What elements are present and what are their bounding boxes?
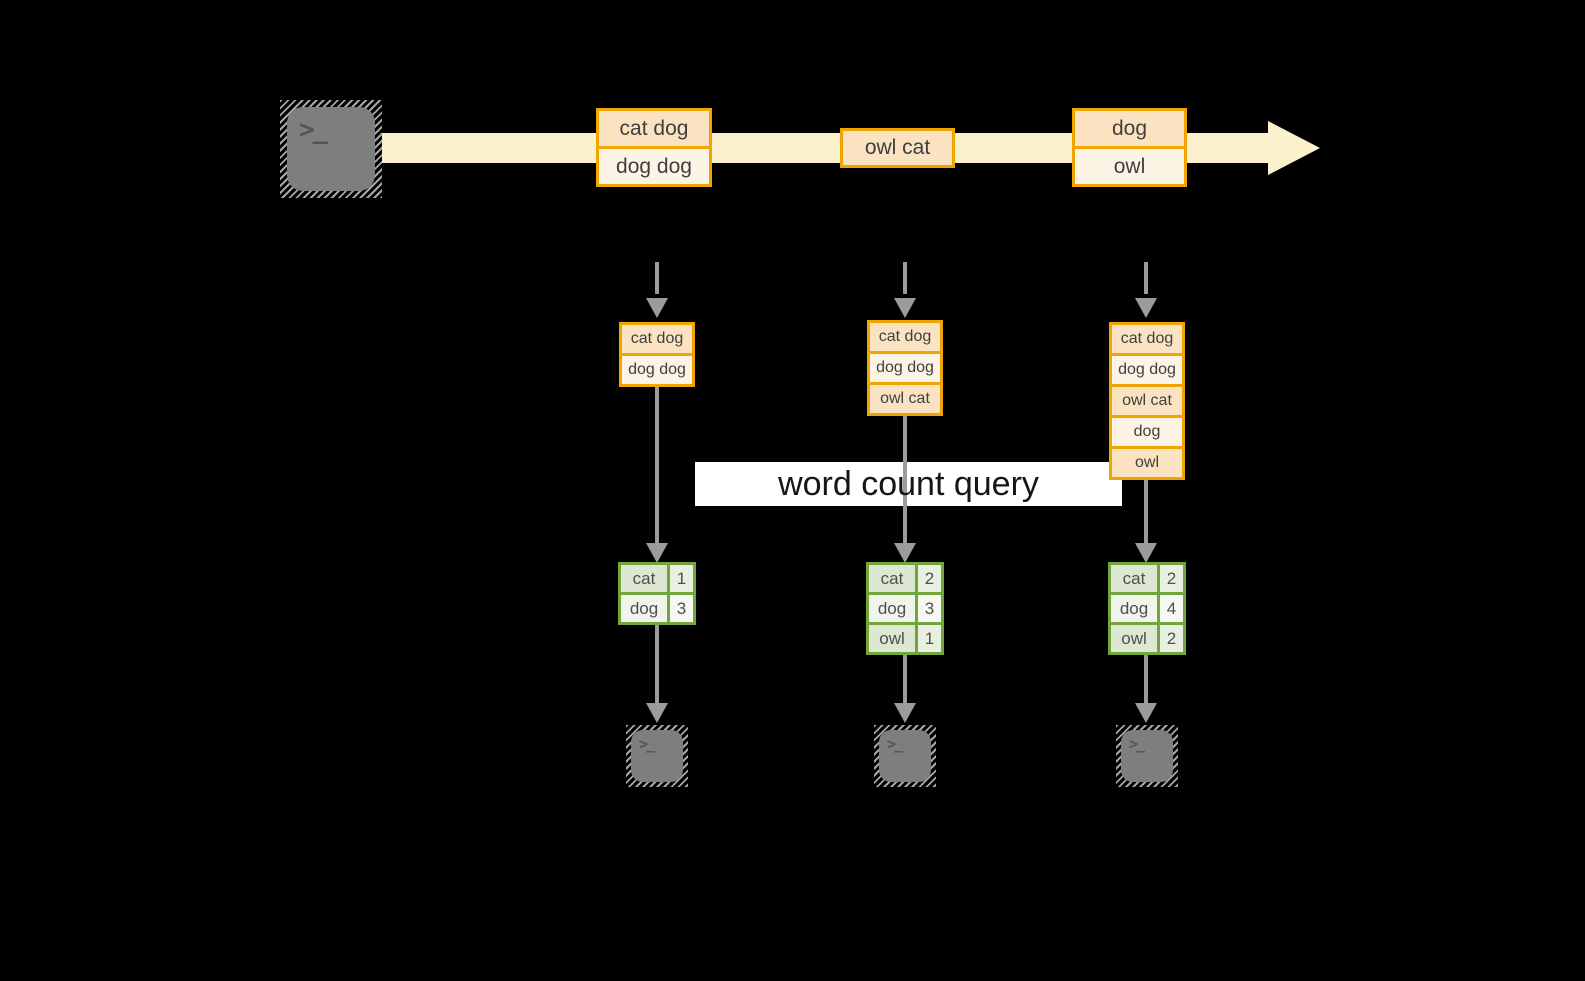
input-record: dog dog [622, 353, 692, 384]
count-cell: 2 [1160, 625, 1183, 652]
stream-record: owl [1075, 146, 1184, 184]
table-row: cat 1 [621, 565, 693, 592]
table-row: dog 3 [621, 595, 693, 622]
output-arrow-head [894, 703, 916, 723]
word-count-table-2: cat 2 dog 3 owl 1 [866, 562, 944, 655]
query-arrow-line [655, 387, 659, 543]
table-row: cat 2 [869, 565, 941, 592]
table-row: owl 1 [869, 625, 941, 652]
input-record: owl cat [870, 382, 940, 413]
stream-arrow-head [1268, 121, 1320, 175]
word-cell: dog [869, 595, 915, 622]
terminal-source-icon: >_ [280, 100, 382, 198]
query-arrow-line [1144, 480, 1148, 543]
trigger-arrow-dash [655, 262, 659, 294]
output-arrow-head [1135, 703, 1157, 723]
stream-batch-1: cat dog dog dog [596, 108, 712, 187]
terminal-sink-icon: >_ [874, 725, 936, 787]
query-box [695, 462, 1122, 506]
terminal-prompt-glyph: >_ [299, 115, 328, 145]
output-arrow-line [1144, 655, 1148, 703]
trigger-arrow-head [894, 298, 916, 318]
query-label: word count query [778, 464, 1039, 503]
stream-record: dog dog [599, 146, 709, 184]
query-arrow-head [894, 543, 916, 563]
input-table-2: cat dog dog dog owl cat [867, 320, 943, 416]
output-arrow-line [655, 625, 659, 703]
input-record: owl [1112, 446, 1182, 477]
terminal-sink-icon: >_ [1116, 725, 1178, 787]
table-row: dog 3 [869, 595, 941, 622]
stream-batch-2: owl cat [840, 128, 955, 168]
input-record: cat dog [622, 325, 692, 353]
terminal-source-body: >_ [287, 107, 375, 191]
terminal-sink-icon: >_ [626, 725, 688, 787]
word-cell: cat [1111, 565, 1157, 592]
terminal-sink-body: >_ [631, 730, 683, 782]
word-cell: cat [869, 565, 915, 592]
count-cell: 3 [670, 595, 693, 622]
word-count-table-3: cat 2 dog 4 owl 2 [1108, 562, 1186, 655]
input-record: cat dog [870, 323, 940, 351]
stream-record: dog [1075, 111, 1184, 146]
input-record: dog dog [1112, 353, 1182, 384]
input-record: owl cat [1112, 384, 1182, 415]
input-record: dog dog [870, 351, 940, 382]
output-arrow-line [903, 655, 907, 703]
query-arrow-head [1135, 543, 1157, 563]
stream-record: owl cat [843, 131, 952, 165]
count-cell: 2 [918, 565, 941, 592]
stream-record: cat dog [599, 111, 709, 146]
trigger-arrow-head [1135, 298, 1157, 318]
input-record: dog [1112, 415, 1182, 446]
count-cell: 1 [670, 565, 693, 592]
count-cell: 3 [918, 595, 941, 622]
output-arrow-head [646, 703, 668, 723]
query-arrow-line [903, 416, 907, 543]
word-cell: dog [621, 595, 667, 622]
input-table-1: cat dog dog dog [619, 322, 695, 387]
input-record: cat dog [1112, 325, 1182, 353]
trigger-arrow-dash [903, 262, 907, 294]
terminal-prompt-glyph: >_ [1129, 735, 1145, 753]
input-table-3: cat dog dog dog owl cat dog owl [1109, 322, 1185, 480]
trigger-arrow-head [646, 298, 668, 318]
table-row: cat 2 [1111, 565, 1183, 592]
stream-batch-3: dog owl [1072, 108, 1187, 187]
terminal-sink-body: >_ [1121, 730, 1173, 782]
count-cell: 2 [1160, 565, 1183, 592]
table-row: owl 2 [1111, 625, 1183, 652]
word-cell: owl [869, 625, 915, 652]
terminal-prompt-glyph: >_ [887, 735, 903, 753]
table-row: dog 4 [1111, 595, 1183, 622]
word-count-table-1: cat 1 dog 3 [618, 562, 696, 625]
terminal-sink-body: >_ [879, 730, 931, 782]
query-arrow-head [646, 543, 668, 563]
word-cell: dog [1111, 595, 1157, 622]
count-cell: 4 [1160, 595, 1183, 622]
word-cell: cat [621, 565, 667, 592]
terminal-prompt-glyph: >_ [639, 735, 655, 753]
trigger-arrow-dash [1144, 262, 1148, 294]
count-cell: 1 [918, 625, 941, 652]
word-cell: owl [1111, 625, 1157, 652]
